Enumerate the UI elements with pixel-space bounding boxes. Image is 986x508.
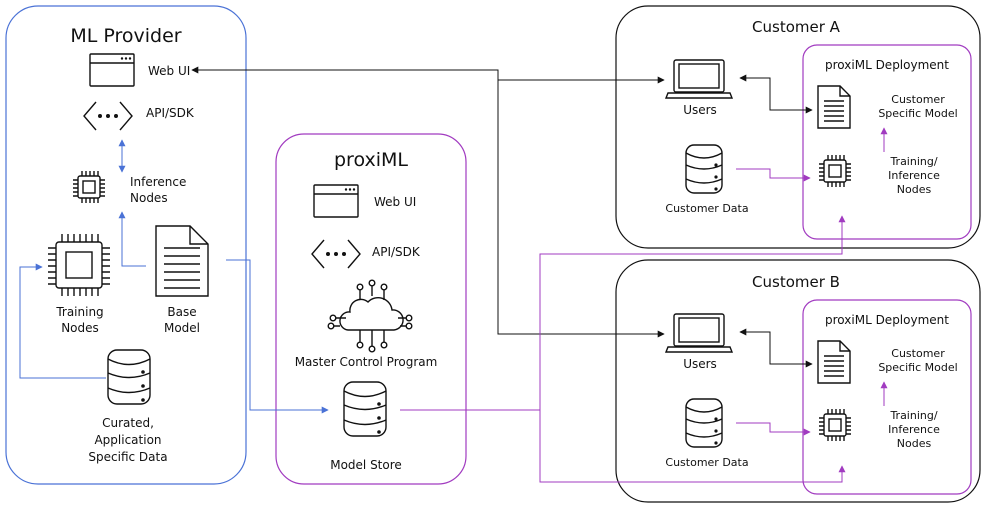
connector-basemodel-store — [226, 259, 329, 414]
proximl-box — [275, 133, 467, 485]
proximl-mcp-label: Master Control Program — [295, 355, 438, 369]
customer-b-model-label-1: Customer — [891, 347, 945, 360]
proximl-model-store-label: Model Store — [330, 458, 402, 472]
ml-inference-label-2: Nodes — [130, 191, 168, 205]
customer-b-box — [615, 259, 981, 503]
proximl-web-ui-label: Web UI — [374, 195, 416, 209]
customer-a-model-label-2: Specific Model — [878, 107, 957, 120]
connector-data-training — [19, 263, 106, 379]
ml-base-model-label-1: Base — [167, 305, 196, 319]
ml-provider-title: ML Provider — [70, 25, 181, 47]
database-icon — [685, 398, 723, 448]
customer-b-deployment-box — [802, 299, 972, 495]
connector-custdata-nodes-a — [736, 168, 811, 182]
customer-a-deployment-box — [802, 44, 972, 240]
web-ui-icon — [313, 184, 359, 218]
document-icon — [155, 225, 209, 297]
proximl-title: proxiML — [334, 149, 408, 171]
customer-a-box — [615, 5, 981, 249]
connector-users-model-b — [739, 328, 813, 368]
customer-b-nodes-label-3: Nodes — [897, 437, 932, 450]
ml-curated-label-3: Specific Data — [88, 450, 167, 464]
ml-training-label-1: Training — [55, 305, 103, 319]
connector-modelstore-deploy-b — [539, 410, 846, 483]
customer-b-users-label: Users — [683, 357, 717, 371]
code-icon — [83, 101, 133, 131]
customer-a-model-label-1: Customer — [891, 93, 945, 106]
web-ui-icon — [89, 53, 135, 87]
customer-a-data-label: Customer Data — [665, 202, 748, 215]
ml-curated-label-2: Application — [94, 433, 161, 447]
ml-provider-box — [5, 5, 247, 485]
ml-web-ui-label: Web UI — [148, 64, 190, 78]
connector-model-inference — [118, 211, 146, 267]
customer-b-model-label-2: Specific Model — [878, 361, 957, 374]
ml-base-model-label-2: Model — [164, 321, 200, 335]
cloud-network-icon — [327, 279, 413, 353]
code-icon — [311, 239, 361, 269]
laptop-icon — [665, 59, 733, 99]
connector-webui-users-b — [497, 80, 665, 338]
customer-a-nodes-label-2: Inference — [888, 169, 940, 182]
document-icon — [817, 85, 851, 129]
customer-a-nodes-label-3: Nodes — [897, 183, 932, 196]
connector-modelstore-deploy-a — [400, 215, 846, 411]
ml-api-label: API/SDK — [146, 106, 195, 120]
database-icon — [343, 381, 387, 437]
connector-custdata-nodes-b — [736, 422, 811, 436]
training-chip-icon — [47, 233, 111, 297]
connector-webui-users-a — [191, 66, 665, 84]
database-icon — [685, 144, 723, 194]
customer-b-data-label: Customer Data — [665, 456, 748, 469]
customer-a-title: Customer A — [752, 18, 841, 36]
customer-b-nodes-label-1: Training/ — [889, 409, 937, 422]
customer-b-deployment-title: proxiML Deployment — [825, 313, 949, 327]
proximl-api-label: API/SDK — [372, 245, 421, 259]
database-icon — [107, 349, 151, 405]
ml-curated-label-1: Curated, — [102, 416, 154, 430]
chip-icon — [818, 408, 852, 442]
laptop-icon — [665, 313, 733, 353]
ml-inference-label-1: Inference — [130, 175, 186, 189]
customer-b-title: Customer B — [752, 273, 840, 291]
customer-a-nodes-label-1: Training/ — [889, 155, 937, 168]
customer-b-nodes-label-2: Inference — [888, 423, 940, 436]
customer-a-users-label: Users — [683, 103, 717, 117]
customer-a-deployment-title: proxiML Deployment — [825, 58, 949, 72]
document-icon — [817, 340, 851, 384]
connector-users-model-a — [739, 74, 813, 114]
inference-chip-icon — [72, 170, 106, 204]
ml-training-label-2: Nodes — [61, 321, 99, 335]
chip-icon — [818, 154, 852, 188]
